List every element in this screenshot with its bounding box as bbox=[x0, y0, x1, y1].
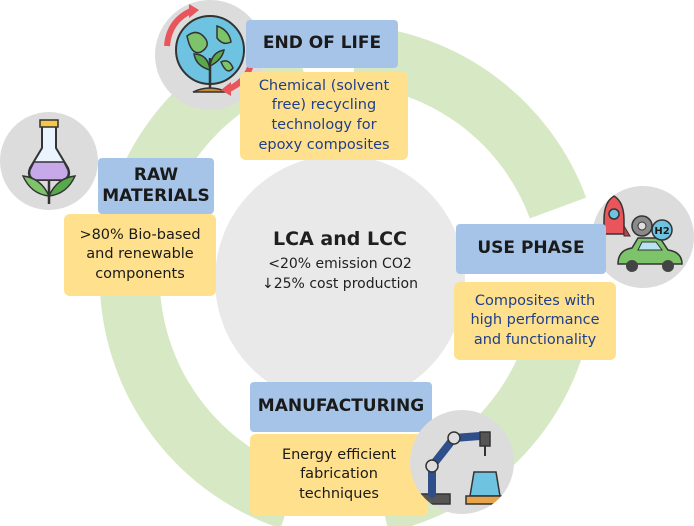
center-cost-text: ↓25% cost production bbox=[262, 276, 418, 292]
desc-line: and renewable bbox=[86, 246, 194, 263]
end-of-life-title: END OF LIFE bbox=[246, 20, 398, 68]
h2-label: H2 bbox=[654, 226, 669, 237]
desc-line: >80% Bio-based bbox=[79, 226, 201, 243]
center-circle bbox=[215, 155, 465, 405]
flask-leaves-icon bbox=[0, 112, 98, 210]
rocket-car-icon: H2 bbox=[592, 186, 694, 288]
manufacturing-description: Energy efficient fabrication techniques bbox=[250, 434, 428, 516]
robot-arm-icon bbox=[410, 410, 514, 514]
desc-line: fabrication bbox=[300, 466, 378, 483]
desc-line: Energy efficient bbox=[281, 446, 397, 463]
title-line: RAW bbox=[133, 164, 179, 185]
desc-line: Composites with bbox=[474, 292, 596, 309]
manufacturing-title: MANUFACTURING bbox=[250, 382, 432, 432]
desc-line: and functionality bbox=[473, 331, 597, 348]
use-phase-description: Composites with high performance and fun… bbox=[454, 282, 616, 360]
raw-materials-description: >80% Bio-based and renewable components bbox=[64, 214, 216, 296]
desc-line: free) recycling bbox=[271, 97, 377, 114]
desc-line: high performance bbox=[470, 312, 600, 329]
desc-line: components bbox=[95, 265, 185, 282]
desc-line: technology for bbox=[271, 117, 377, 133]
desc-line: Chemical (solvent bbox=[258, 77, 390, 94]
center-emission-text: <20% emission CO2 bbox=[268, 256, 412, 272]
desc-line: techniques bbox=[299, 485, 379, 502]
end-of-life-description: Chemical (solvent free) recycling techno… bbox=[240, 72, 408, 160]
raw-materials-title: RAW MATERIALS bbox=[98, 158, 214, 214]
use-phase-title: USE PHASE bbox=[456, 224, 606, 274]
center-title: LCA and LCC bbox=[273, 228, 407, 250]
desc-line: epoxy composites bbox=[258, 136, 390, 153]
title-line: MATERIALS bbox=[102, 186, 210, 206]
